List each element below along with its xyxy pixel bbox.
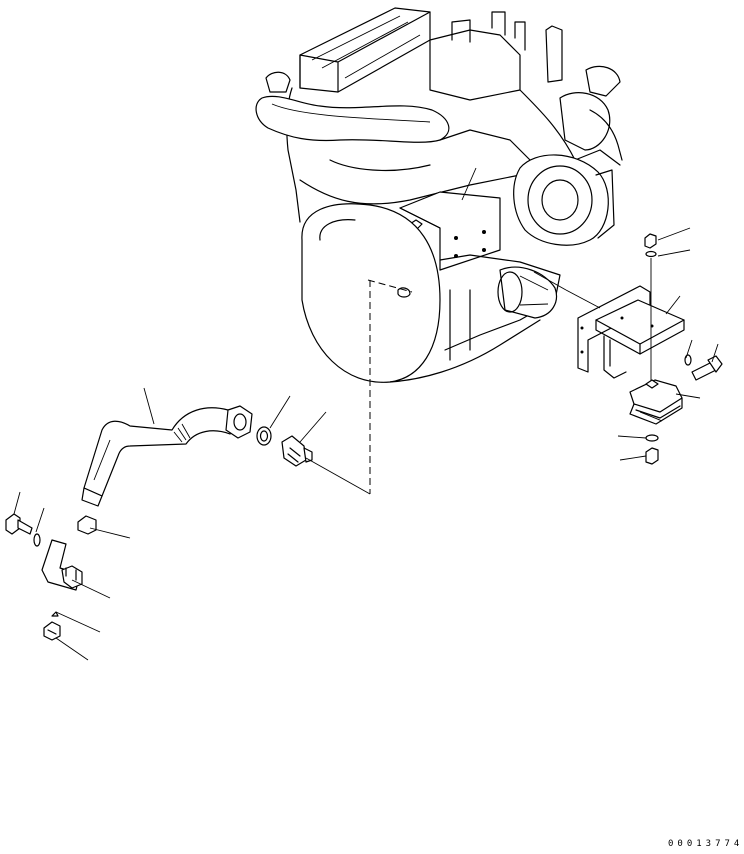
oil-hose-assembly bbox=[81, 279, 413, 507]
engine-assembly bbox=[255, 7, 623, 383]
document-number: 00013774 bbox=[668, 839, 743, 849]
left-clamp-parts bbox=[5, 491, 131, 661]
right-engine-mount bbox=[461, 167, 723, 465]
